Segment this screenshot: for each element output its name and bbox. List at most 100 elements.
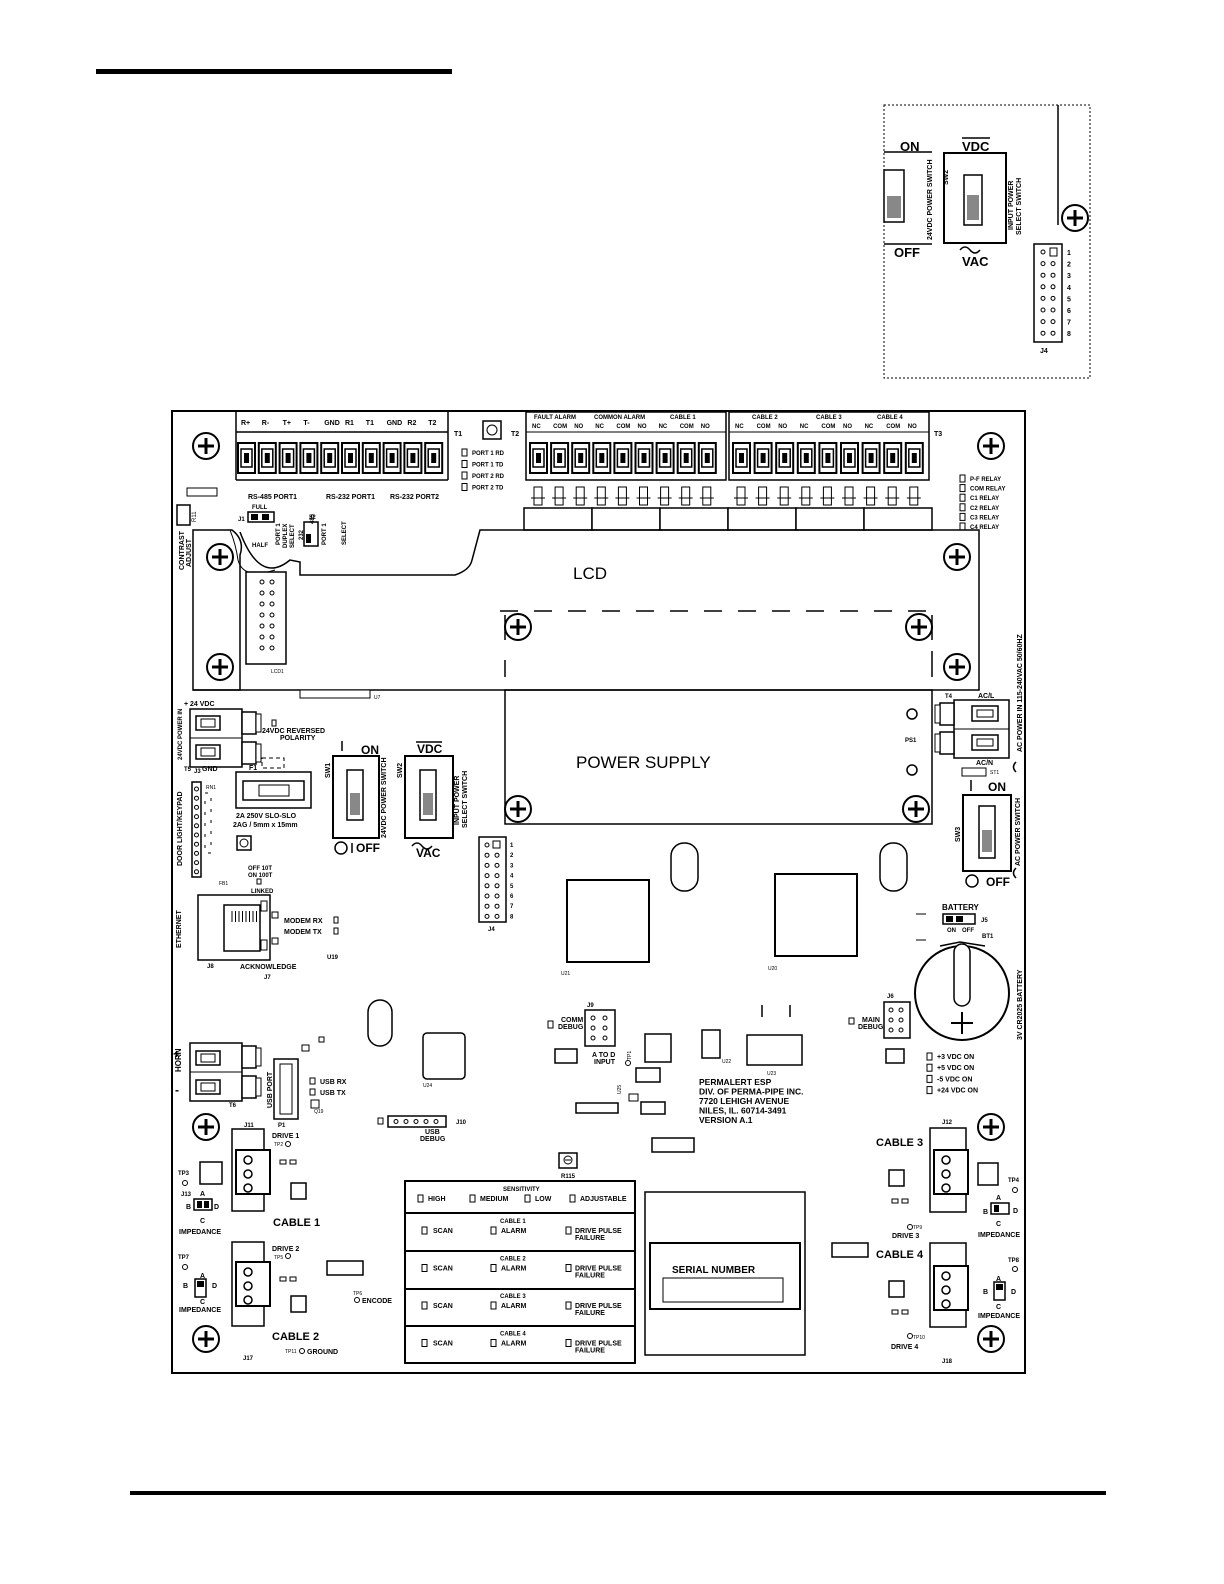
header-pin	[194, 786, 199, 792]
header-pin	[494, 852, 500, 858]
led-indicator	[926, 1052, 933, 1061]
header-pin	[269, 590, 275, 596]
p1-label: P1	[278, 1123, 286, 1129]
header-pin	[494, 913, 500, 919]
inset-vac-label: VAC	[962, 254, 989, 269]
relay-pin-label: NO	[908, 424, 917, 430]
screw-icon	[901, 794, 931, 824]
plus24-label: + 24 VDC	[184, 701, 215, 708]
cable-1-2-section: J11 DRIVE 1 TP2 TP3 J13 A B D C IMPEDANC…	[178, 1123, 392, 1362]
inset-sw2-label: SW2	[943, 170, 950, 185]
inset-detail: ON OFF 24VDC POWER SWITCH VDC SW2 VAC IN…	[883, 104, 1091, 379]
header-pin	[194, 814, 199, 820]
header-pin	[484, 903, 490, 909]
horn-label: HORN	[174, 1048, 183, 1072]
reset-button	[482, 420, 502, 440]
ps1-label: PS1	[905, 738, 917, 744]
j10-label: J10	[456, 1120, 467, 1126]
contrast-label: CONTRAST	[179, 530, 186, 570]
header-pin	[1040, 330, 1046, 336]
screw-icon	[191, 1112, 221, 1142]
header-pin	[1040, 295, 1046, 301]
header-pin	[194, 795, 199, 801]
header-pin	[1050, 319, 1056, 325]
screw-terminal	[320, 442, 340, 474]
led-indicator	[524, 1194, 531, 1203]
j1-label: J1	[238, 517, 245, 523]
relay-pin-guide	[575, 486, 585, 506]
cable1-label: CABLE 1	[273, 1217, 320, 1229]
failure-label: FAILURE	[575, 1273, 605, 1280]
header-pin	[590, 1035, 596, 1041]
relay-pin-guide	[909, 486, 919, 506]
select-label: SELECT	[342, 521, 348, 545]
inset-pin-number: 2	[1067, 262, 1071, 269]
horn-minus: -	[175, 1083, 179, 1097]
ethernet-label: ETHERNET	[176, 910, 183, 948]
screw-terminal	[361, 442, 381, 474]
screw-terminal	[904, 442, 924, 474]
tp5-label: TP5	[274, 1255, 283, 1261]
header-pin	[494, 883, 500, 889]
imp3-c: C	[996, 1221, 1001, 1228]
header-pin	[888, 1017, 894, 1023]
acl-label: AC/L	[978, 693, 995, 700]
scan-label: SCAN	[433, 1341, 453, 1348]
header-pin	[1050, 272, 1056, 278]
relay-module	[727, 507, 797, 531]
terminal-label: T2	[428, 420, 436, 427]
relay-group-label: CABLE 4	[877, 415, 903, 421]
port-led-label: PORT 2 RD	[472, 474, 505, 480]
header-pin	[484, 893, 490, 899]
tp1-label: TP1	[627, 1051, 633, 1060]
maker-line: VERSION A.1	[699, 1115, 753, 1125]
failure-label: FAILURE	[575, 1348, 605, 1355]
j4-label: J4	[488, 927, 495, 933]
tp6-label: TP6	[353, 1291, 362, 1297]
screw-terminal	[424, 442, 444, 474]
led-indicator	[421, 1339, 428, 1347]
alarm-label: ALARM	[501, 1266, 526, 1273]
relay-pin-label: NC	[595, 424, 604, 430]
inset-pin-number: 7	[1067, 320, 1071, 327]
j12-label: J12	[942, 1120, 953, 1126]
screw-terminal	[341, 442, 360, 474]
drive-pulse-label: DRIVE PULSE	[575, 1341, 622, 1348]
sw1-function-label: 24VDC POWER SWITCH	[381, 757, 388, 838]
relay-pin-guide	[639, 486, 648, 506]
inset-vdc-label: VDC	[962, 139, 990, 154]
t3-label: T3	[934, 431, 942, 438]
sw1-on-label: ON	[361, 743, 379, 757]
usb-port	[273, 1058, 299, 1120]
led-indicator	[490, 1301, 497, 1310]
relay-pin-label: NC	[532, 424, 541, 430]
imp3-label: IMPEDANCE	[978, 1232, 1020, 1239]
j3-header	[191, 781, 202, 878]
led-indicator	[959, 484, 966, 493]
header-pin	[1040, 272, 1046, 278]
header-pin	[494, 873, 500, 879]
relay-pin-guide	[736, 486, 746, 506]
relay-pin-guide	[596, 486, 606, 506]
screw-icon	[942, 652, 972, 682]
ac-power-in: T4 AC/L AC POWER IN 115-240VAC 50/60HZ A…	[934, 634, 1024, 889]
u25-label: U25	[617, 1085, 623, 1094]
maker-line: DIV. OF PERMA-PIPE INC.	[699, 1087, 804, 1097]
u20-label: U20	[768, 966, 777, 972]
maker-line: 7720 LEHIGH AVENUE	[699, 1096, 790, 1106]
sensitivity-label: SENSITIVITY	[503, 1187, 540, 1193]
tp9-label: TP9	[913, 1225, 922, 1231]
relay-pin-label: NO	[638, 424, 647, 430]
usb-debug-label: DEBUG	[420, 1136, 446, 1143]
tp4-label: TP4	[1008, 1178, 1020, 1184]
u21-chip	[566, 879, 650, 963]
j3-label: J3	[194, 769, 201, 775]
j4-pin-number: 7	[510, 904, 514, 910]
led-indicator	[461, 460, 468, 468]
ac-power-in-label: AC POWER IN 115-240VAC 50/60HZ	[1017, 634, 1024, 752]
j4-pin-number: 2	[510, 853, 514, 859]
usb-tx-label: USB TX	[320, 1090, 346, 1097]
t2-label: T2	[511, 431, 519, 438]
